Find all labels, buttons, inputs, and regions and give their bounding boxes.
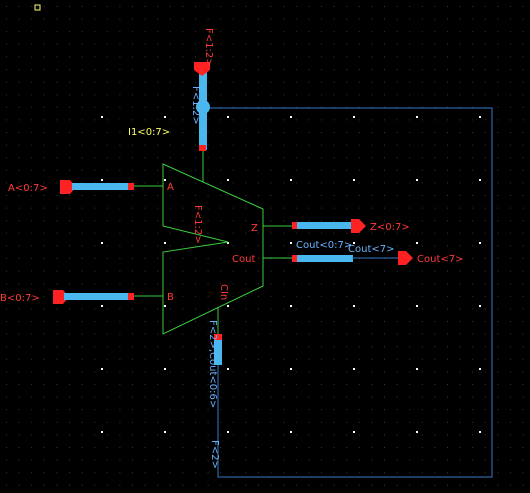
grid-dots	[6, 6, 524, 486]
z-wire-endpoint	[292, 222, 298, 229]
alu-symbol-body[interactable]	[162, 163, 264, 335]
a-wire-endpoint	[128, 183, 134, 190]
f-wire-endpoint	[199, 145, 206, 151]
f-input-pin[interactable]	[194, 62, 210, 76]
origin-marker	[34, 4, 41, 11]
z-bus-wire[interactable]	[297, 222, 353, 229]
cout-wire-endpoint	[292, 255, 298, 262]
cout7-output-pin[interactable]	[398, 251, 413, 265]
cout7-net-label: Cout<7>	[348, 244, 394, 255]
symbol-f-pin-label: F<1:2>	[192, 205, 203, 244]
symbol-a-pin-label: A	[167, 182, 174, 193]
cin-bus-wire[interactable]	[214, 340, 222, 365]
a-bus-wire[interactable]	[72, 183, 132, 190]
feedback-net-wire[interactable]	[203, 107, 493, 478]
cin-bus-label: F<2>,Cout<0:6>	[207, 320, 218, 408]
b-input-label: B<0:7>	[0, 293, 40, 304]
symbol-cout-pin-label: Cout	[232, 254, 255, 265]
z-output-label: Z<0:7>	[370, 222, 410, 233]
cin-wire-endpoint	[214, 334, 222, 341]
instance-name-label: I1<0:7>	[128, 127, 170, 138]
f2-net-label: F<2>	[209, 440, 220, 469]
cout-bus-label: Cout<0:7>	[296, 240, 352, 251]
symbol-z-pin-label: Z	[251, 223, 258, 234]
b-bus-wire[interactable]	[64, 293, 133, 300]
z-output-pin[interactable]	[351, 219, 366, 233]
cout-bus-wire[interactable]	[297, 255, 353, 262]
f-pin-label: F<1:2>	[203, 28, 214, 67]
f-bus-label: F<1:2>	[190, 86, 201, 125]
a-input-label: A<0:7>	[8, 183, 48, 194]
symbol-b-pin-label: B	[167, 292, 174, 303]
f-bus-junction	[196, 100, 210, 114]
cout7-output-label: Cout<7>	[417, 254, 463, 265]
b-wire-endpoint	[128, 293, 134, 300]
symbol-cin-pin-label: CIn	[218, 284, 229, 300]
